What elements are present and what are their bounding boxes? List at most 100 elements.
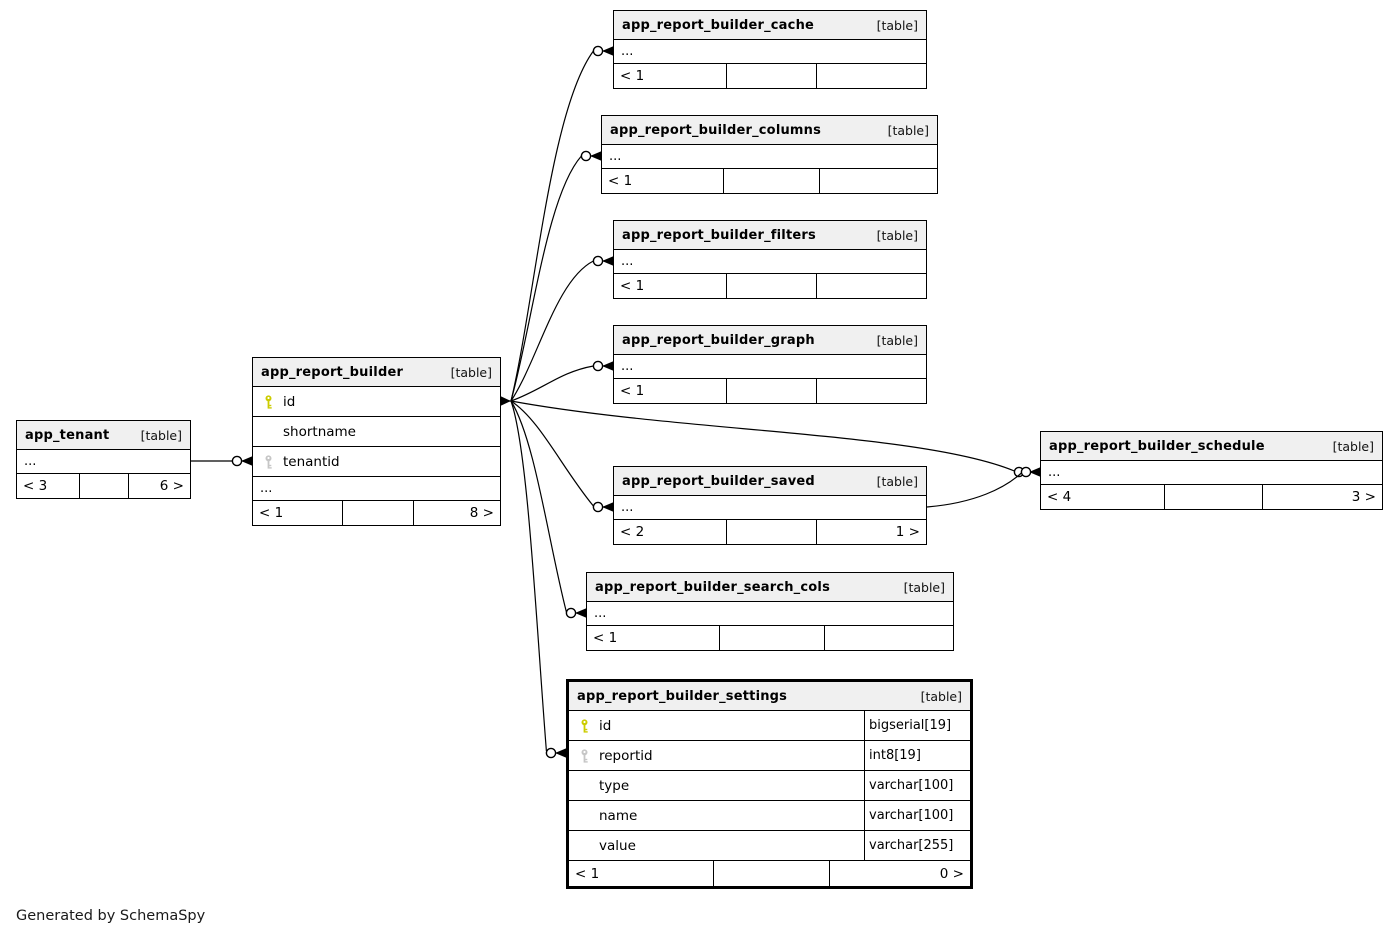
column-name: ... — [621, 254, 634, 269]
relationship-line-app_report_builder.id-to-app_report_builder_graph — [510, 365, 594, 402]
primary-key-icon — [579, 718, 599, 734]
parents-count: < 1 — [575, 865, 600, 882]
column-name: ... — [260, 481, 273, 496]
relationship-line-app_report_builder.id-to-app_report_builder_cache — [510, 50, 594, 402]
column-type: varchar[100] — [864, 771, 970, 800]
hidden-columns-row: ... — [1041, 460, 1382, 484]
column-type: varchar[255] — [864, 831, 970, 860]
table-title[interactable]: app_report_builder_filters — [622, 227, 816, 243]
column-name: ... — [621, 500, 634, 515]
table-tag: [table] — [876, 227, 918, 243]
foreign-key-icon — [579, 748, 599, 764]
footer-spacer — [726, 64, 817, 88]
column-row-shortname: shortname — [253, 416, 500, 446]
table-tag: [table] — [876, 17, 918, 33]
table-app_report_builder_cache[interactable]: app_report_builder_cache [table]... < 1 — [613, 10, 927, 89]
table-header: app_report_builder_settings[table] — [569, 682, 970, 710]
table-title[interactable]: app_report_builder_schedule — [1049, 438, 1265, 454]
children-count — [817, 274, 926, 298]
footer-spacer — [1163, 485, 1263, 509]
hidden-columns-row: ... — [614, 354, 926, 378]
children-count: 6 > — [159, 478, 184, 494]
relationship-line-app_report_builder.id-to-app_report_builder_saved — [510, 400, 594, 507]
children-count: 3 > — [1351, 489, 1376, 505]
footer-spacer — [726, 520, 817, 544]
children-count — [825, 626, 953, 650]
children-count — [820, 169, 937, 193]
footer-spacer — [726, 379, 817, 403]
table-tag: [table] — [876, 332, 918, 348]
table-app_report_builder_filters[interactable]: app_report_builder_filters[table]...< 1 — [613, 220, 927, 299]
column-name: type — [599, 777, 630, 794]
children-count: 0 > — [939, 865, 964, 882]
column-name: shortname — [283, 423, 356, 440]
table-header: app_report_builder_search_cols [table] — [587, 573, 953, 601]
column-name: name — [599, 807, 638, 824]
children-count: 1 > — [895, 524, 920, 540]
relationship-line-app_report_builder.id-to-app_report_builder_search_cols — [510, 400, 567, 613]
hidden-columns-row: ... — [614, 249, 926, 273]
hidden-columns-row: ... — [614, 495, 926, 519]
table-title[interactable]: app_report_builder_saved — [622, 473, 815, 489]
footer-spacer — [722, 169, 820, 193]
footer-spacer — [341, 501, 414, 525]
parents-count: < 1 — [608, 173, 633, 189]
relationship-line-app_report_builder_saved-to-app_report_builder_schedule — [926, 472, 1022, 508]
table-app_report_builder_columns[interactable]: app_report_builder_columns[table]...< 1 — [601, 115, 938, 194]
parents-count: < 2 — [620, 524, 645, 540]
column-name: ... — [621, 359, 634, 374]
table-title[interactable]: app_report_builder_graph — [622, 332, 815, 348]
column-row-tenantid: tenantid — [253, 446, 500, 476]
parents-count: < 1 — [620, 383, 645, 399]
table-header: app_report_builder[table] — [253, 358, 500, 386]
table-title[interactable]: app_report_builder — [261, 364, 404, 380]
relationship-line-app_report_builder.id-to-app_report_builder_columns — [510, 155, 582, 402]
table-tag: [table] — [903, 579, 945, 595]
footer-spacer — [79, 474, 130, 498]
table-app_report_builder_schedule[interactable]: app_report_builder_schedule [table]... < 4… — [1040, 431, 1383, 510]
relationship-count-footer: < 1 — [614, 63, 926, 88]
table-title[interactable]: app_report_builder_columns — [610, 122, 822, 138]
table-title[interactable]: app_report_builder_search_cols — [595, 579, 831, 595]
relationship-count-footer: < 1 — [614, 378, 926, 403]
hidden-columns-row: ... — [587, 601, 953, 625]
foreign-key-icon — [263, 454, 283, 470]
relationship-line-app_report_builder.id-to-app_report_builder_filters — [510, 260, 594, 402]
table-header: app_report_builder_schedule [table] — [1041, 432, 1382, 460]
column-row-type: type varchar[100] — [569, 770, 970, 800]
column-name: ... — [1048, 465, 1061, 480]
relationship-count-footer: < 1 0 > — [569, 860, 970, 886]
footer-spacer — [718, 626, 825, 650]
table-app_report_builder_search_cols[interactable]: app_report_builder_search_cols [table]...… — [586, 572, 954, 651]
table-header: app_report_builder_saved[table] — [614, 467, 926, 495]
column-type: int8[19] — [864, 741, 970, 770]
table-header: app_report_builder_graph [table] — [614, 326, 926, 354]
hidden-columns-row: ... — [253, 476, 500, 500]
parents-count: < 3 — [23, 478, 48, 494]
hidden-columns-row: ... — [17, 449, 190, 473]
table-title[interactable]: app_report_builder_settings — [577, 688, 788, 704]
relationship-line-app_report_builder.id-to-app_report_builder_settings.reportid — [510, 400, 547, 752]
table-app_report_builder_saved[interactable]: app_report_builder_saved[table]... < 2 1 > — [613, 466, 927, 545]
column-name: value — [599, 837, 636, 854]
table-title[interactable]: app_report_builder_cache — [622, 17, 815, 33]
footer-spacer — [713, 861, 830, 886]
parents-count: < 1 — [620, 68, 645, 84]
table-app_tenant[interactable]: app_tenant[table]... < 3 6 > — [16, 420, 191, 499]
column-row-id: id — [253, 386, 500, 416]
column-name: tenantid — [283, 453, 340, 470]
table-title[interactable]: app_tenant — [25, 427, 110, 443]
table-tag: [table] — [1332, 438, 1374, 454]
column-name: ... — [24, 454, 37, 469]
table-app_report_builder_graph[interactable]: app_report_builder_graph [table]... < 1 — [613, 325, 927, 404]
column-type: bigserial[19] — [864, 711, 970, 740]
hidden-columns-row: ... — [614, 39, 926, 63]
table-app_report_builder[interactable]: app_report_builder[table]id shortname tena… — [252, 357, 501, 526]
table-header: app_tenant[table] — [17, 421, 190, 449]
